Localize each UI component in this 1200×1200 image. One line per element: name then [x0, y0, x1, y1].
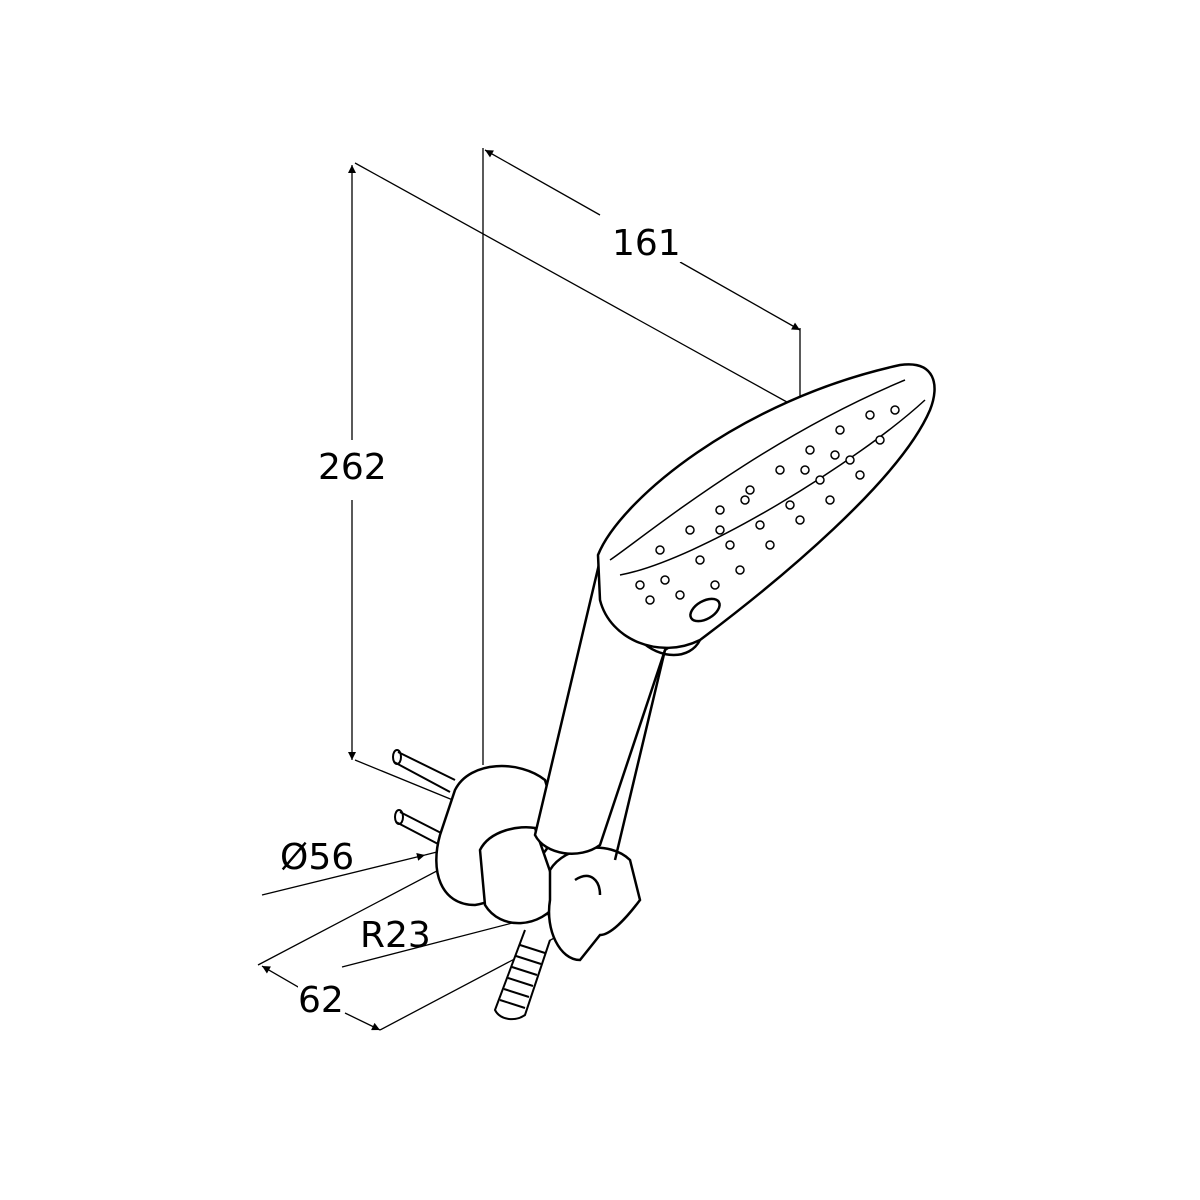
hose: [493, 929, 551, 1021]
dimension-62-label: 62: [298, 980, 344, 1021]
wall-plugs: [392, 749, 456, 846]
spray-nozzles: [635, 405, 900, 605]
dimension-161: [482, 148, 801, 765]
wall-holder: [435, 764, 642, 962]
dimension-262-label: 262: [318, 447, 387, 488]
dimension-262: [348, 162, 806, 806]
dimension-161-label: 161: [612, 223, 681, 264]
shower-head: [596, 363, 936, 650]
dimension-diameter-label: Ø56: [280, 837, 355, 878]
dimension-radius-label: R23: [360, 915, 431, 956]
